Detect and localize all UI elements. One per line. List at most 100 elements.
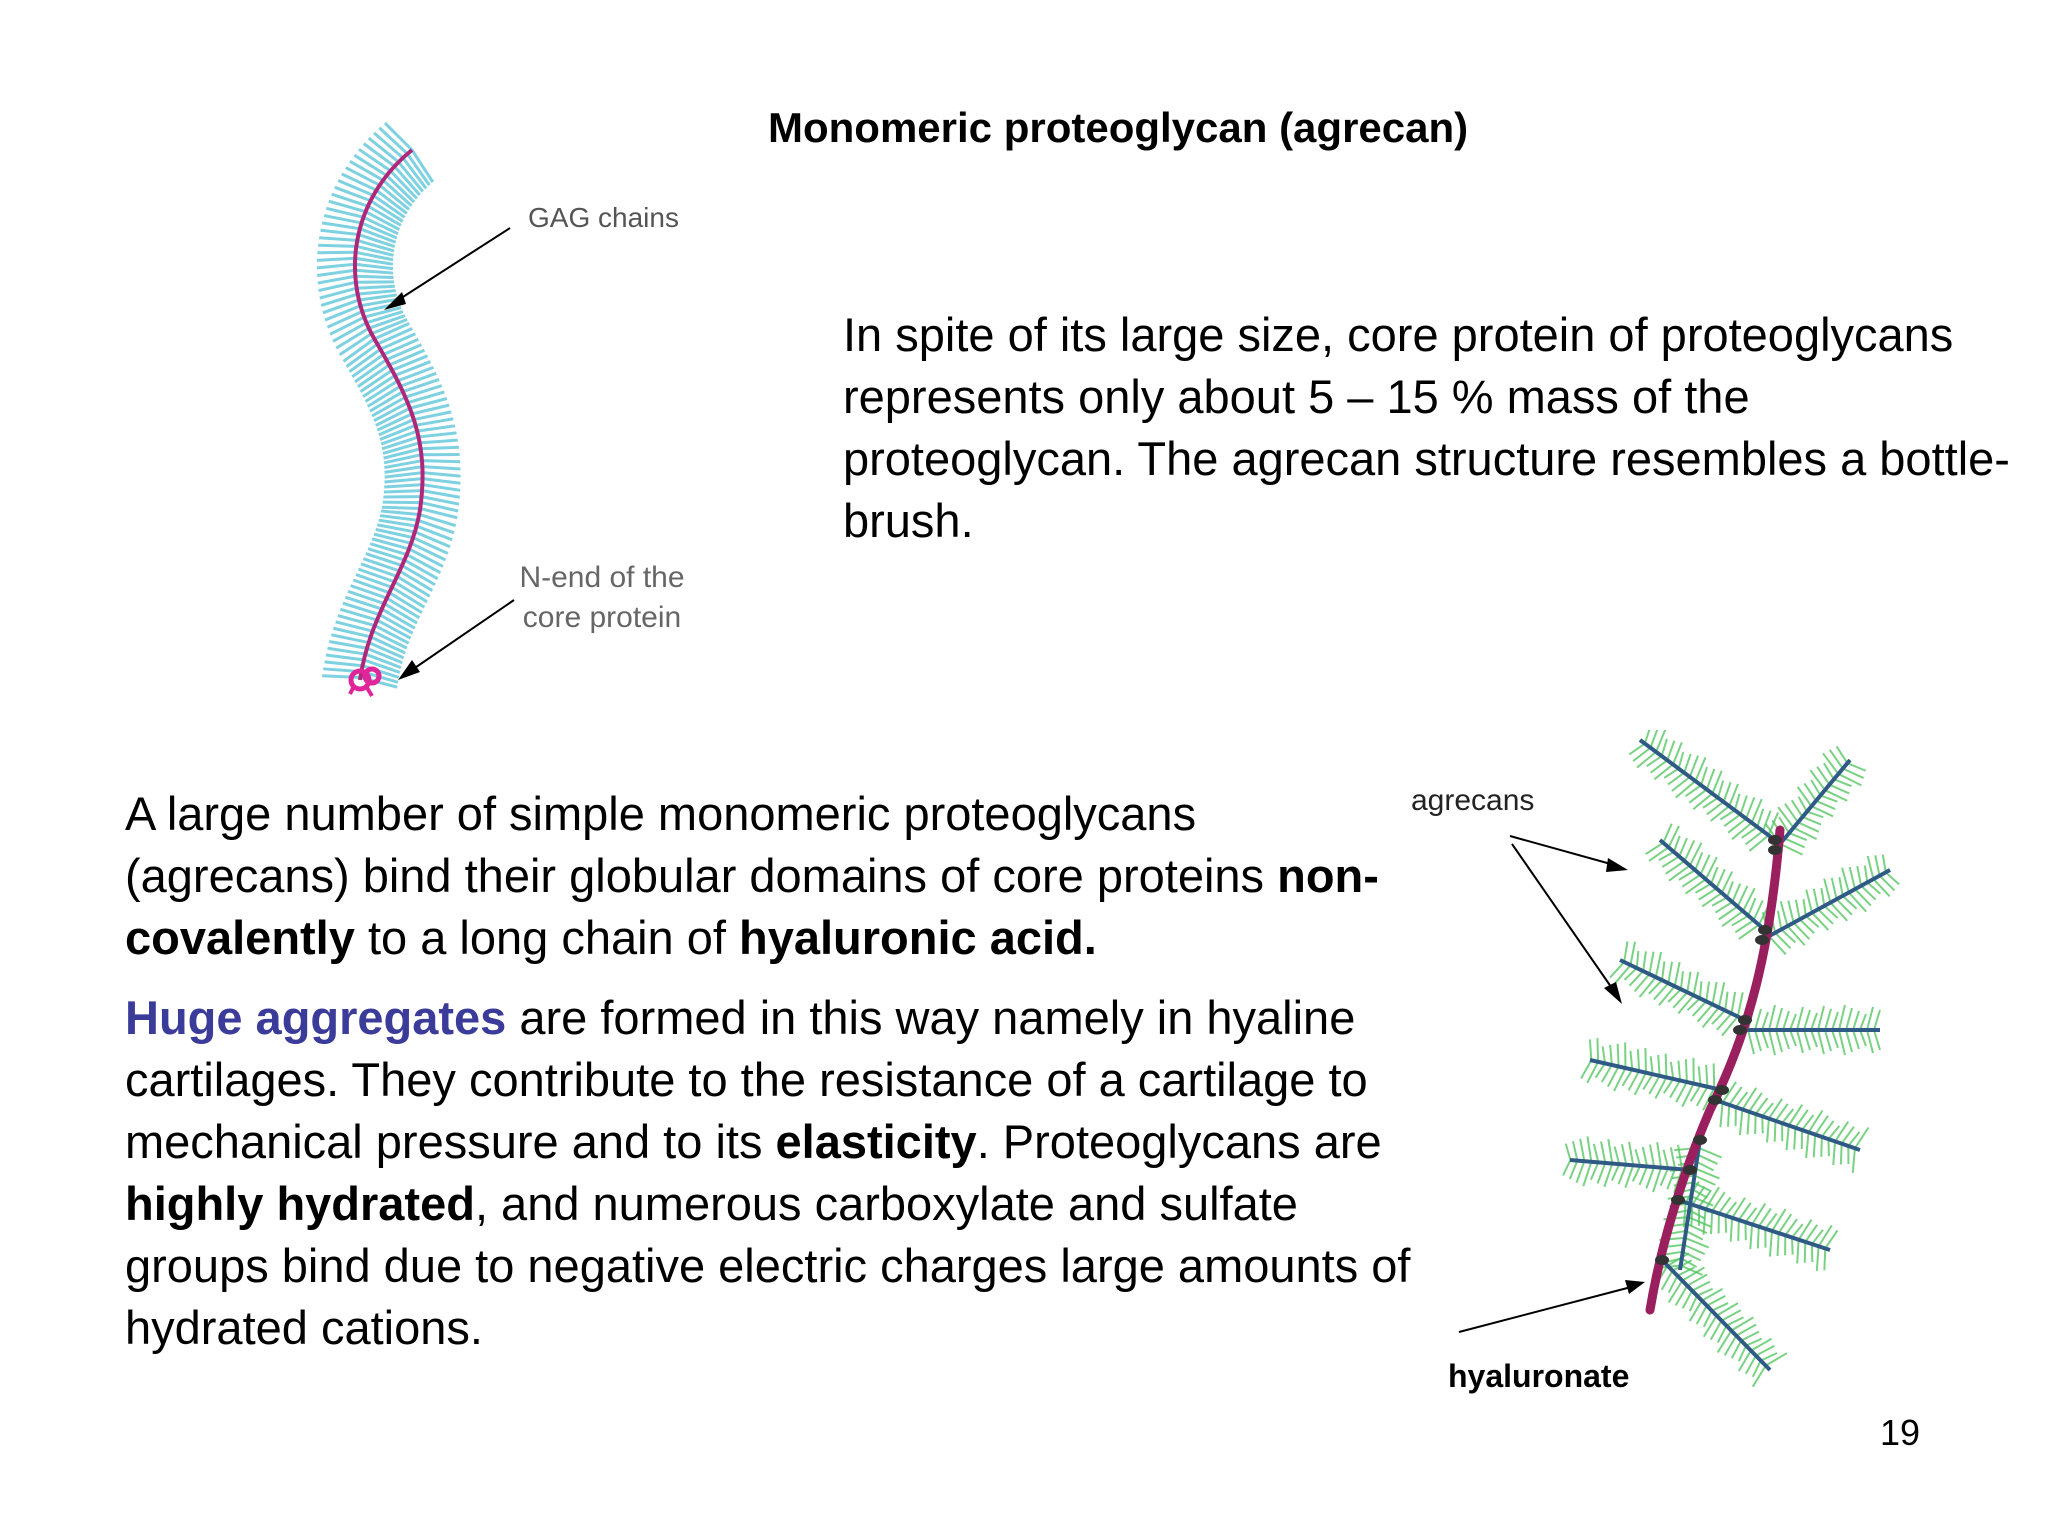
gag-chain — [1711, 1191, 1726, 1212]
gag-chain — [1645, 1166, 1656, 1189]
gag-chain — [421, 489, 460, 499]
gag-chain — [1775, 1007, 1783, 1031]
gag-chain — [1731, 914, 1749, 927]
gag-chain — [1856, 866, 1863, 886]
gag-chain — [1750, 1337, 1773, 1352]
gag-chain — [1657, 1054, 1661, 1076]
gag-chain — [1885, 871, 1900, 886]
gag-chain — [1839, 1143, 1843, 1165]
gag-chain — [1736, 992, 1744, 1017]
gag-chain — [1805, 1132, 1810, 1158]
gag-chain — [1676, 1266, 1695, 1277]
gag-chain — [415, 417, 454, 427]
gag-chain — [1716, 1325, 1728, 1343]
link-protein — [1733, 1025, 1747, 1035]
gag-chain — [1683, 753, 1692, 774]
gag-chain — [409, 397, 448, 410]
gag-chain — [1681, 1083, 1695, 1108]
gag-chain — [1773, 1120, 1777, 1142]
gag-chain — [1794, 899, 1801, 920]
gag-chain — [1727, 817, 1747, 834]
gag-chain — [354, 358, 388, 383]
gag-chain — [1683, 1243, 1706, 1255]
gag-chain — [1696, 1160, 1714, 1172]
gag-chain — [1600, 1141, 1607, 1164]
gag-chain — [1572, 1140, 1579, 1161]
gag-chain — [1698, 1146, 1722, 1159]
slide-title: Monomeric proteoglycan (agrecan) — [768, 104, 1469, 151]
gag-chain — [1688, 1300, 1703, 1322]
gag-chain — [1654, 1076, 1668, 1099]
gag-chain — [357, 567, 395, 584]
gag-chain — [1810, 1029, 1818, 1048]
gag-chain — [1731, 821, 1753, 841]
gag-chain — [360, 297, 399, 308]
gag-chain — [1734, 919, 1755, 934]
gag-chain — [1738, 923, 1760, 940]
gag-chain — [1697, 1153, 1718, 1165]
gag-chain — [1838, 1029, 1846, 1056]
gag-chain — [1696, 1287, 1714, 1297]
gag-chain — [1840, 1126, 1855, 1145]
gag-chain — [413, 410, 452, 422]
gag-chain — [1688, 842, 1703, 867]
gag-chain — [1652, 1167, 1663, 1193]
gag-chain — [1589, 1161, 1600, 1181]
gag-chain — [1761, 1102, 1774, 1117]
gag-chain — [1666, 1168, 1676, 1190]
gag-chain — [342, 601, 380, 616]
gag-chain — [1711, 770, 1723, 794]
gag-chain — [1748, 1092, 1763, 1113]
gag-chain — [1817, 1029, 1825, 1055]
gag-chain — [325, 206, 364, 219]
gag-chain — [351, 353, 385, 378]
gag-chain — [360, 221, 398, 240]
gag-chain — [1828, 749, 1844, 770]
gag-chain — [1721, 1015, 1739, 1037]
gag-chain — [1838, 877, 1844, 897]
gag-chain — [367, 204, 402, 227]
gag-chain — [391, 585, 426, 609]
gag-chain — [1694, 1174, 1716, 1186]
gag-chain — [335, 326, 370, 350]
gag-chain — [1782, 1010, 1790, 1031]
gag-chain — [1796, 1239, 1800, 1264]
core-protein — [352, 148, 425, 681]
gag-chain — [384, 483, 423, 489]
gag-chain — [1668, 864, 1691, 882]
gag-chain — [360, 562, 398, 578]
gag-chain — [1633, 973, 1651, 993]
gag-chain — [1724, 1201, 1737, 1217]
agrecan-bottlebrush-figure — [316, 121, 461, 698]
gag-chain — [1812, 888, 1820, 910]
gag-chain — [355, 244, 394, 257]
gag-chain — [402, 377, 440, 394]
link-protein — [1768, 835, 1782, 845]
gag-chain — [1723, 1335, 1738, 1356]
gag-chain — [1702, 796, 1719, 809]
gag-chain — [1854, 1126, 1870, 1149]
gag-chain — [369, 635, 406, 655]
gag-chain — [353, 153, 388, 177]
gag-chain — [1636, 1049, 1641, 1072]
gag-chain — [337, 179, 374, 197]
gag-chain — [1830, 877, 1838, 900]
gag-chain — [1778, 816, 1790, 834]
gag-chain — [347, 589, 385, 605]
gag-chain — [419, 507, 458, 520]
gag-chain — [1678, 869, 1696, 881]
gag-chain — [359, 227, 397, 244]
gag-chain — [320, 228, 359, 237]
gag-chain — [355, 250, 394, 262]
gag-chain — [393, 580, 428, 604]
gag-chain — [1775, 1029, 1783, 1053]
gag-chain — [1694, 757, 1707, 782]
gag-chain — [1721, 1081, 1737, 1104]
gag-chain — [1804, 1224, 1819, 1243]
gag-chain — [1662, 1149, 1670, 1169]
gag-chain — [1803, 1009, 1811, 1031]
gag-chain — [1854, 888, 1872, 907]
gag-chain — [1796, 1029, 1804, 1054]
gag-chain — [1807, 1110, 1824, 1133]
gag-chain — [1689, 1084, 1702, 1102]
